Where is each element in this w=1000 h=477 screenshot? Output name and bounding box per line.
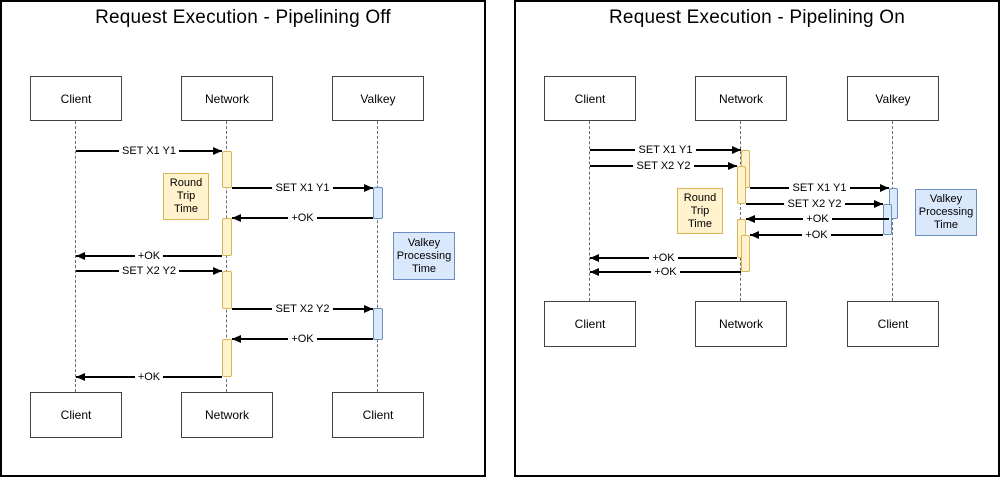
arrowhead-right-icon (364, 304, 373, 313)
activation-bar (889, 188, 898, 219)
arrowhead-left-icon (746, 214, 755, 223)
message-label-wrap: +OK (76, 369, 222, 385)
message-label-wrap: +OK (746, 211, 889, 227)
message-label-wrap: +OK (76, 248, 222, 264)
arrowhead-right-icon (213, 146, 222, 155)
arrowhead-left-icon (76, 251, 85, 260)
message-label: SET X2 Y2 (633, 159, 694, 173)
arrowhead-left-icon (232, 334, 241, 343)
message-label-wrap: SET X2 Y2 (746, 196, 883, 212)
actor-box: Client (544, 76, 636, 121)
message-label-wrap: SET X1 Y1 (750, 180, 889, 196)
activation-bar (222, 271, 232, 309)
message-label: +OK (288, 211, 317, 225)
message-label: +OK (802, 228, 831, 242)
message-label: SET X1 Y1 (789, 181, 850, 195)
activation-bar (373, 308, 383, 340)
panel-title: Request Execution - Pipelining Off (95, 7, 391, 28)
note-round-trip-time: Round Trip Time (163, 173, 209, 220)
message-label-wrap: +OK (232, 210, 373, 226)
actor-box: Network (181, 392, 273, 438)
message-label-wrap: SET X2 Y2 (76, 263, 222, 279)
message-label-wrap: SET X1 Y1 (232, 180, 373, 196)
actor-box: Network (695, 76, 787, 121)
actor-box: Client (544, 301, 636, 347)
activation-bar (741, 235, 750, 272)
arrowhead-right-icon (874, 199, 883, 208)
activation-bar (737, 166, 746, 204)
lifeline (75, 121, 76, 392)
message-label: SET X1 Y1 (272, 181, 333, 195)
activation-bar (222, 218, 232, 256)
message-label: SET X2 Y2 (118, 264, 180, 278)
note-valkey-processing-time: Valkey Processing Time (915, 189, 977, 236)
arrowhead-left-icon (232, 213, 241, 222)
arrowhead-right-icon (728, 161, 737, 170)
message-label-wrap: +OK (232, 331, 373, 347)
lifeline (226, 121, 227, 392)
note-round-trip-time: Round Trip Time (677, 188, 723, 234)
message-label: SET X2 Y2 (272, 302, 333, 316)
arrowhead-left-icon (590, 267, 599, 276)
message-label-wrap: +OK (590, 250, 737, 266)
message-label: +OK (134, 249, 164, 263)
arrowhead-left-icon (590, 253, 599, 262)
arrowhead-left-icon (76, 372, 85, 381)
lifeline (740, 121, 741, 301)
actor-box: Client (332, 392, 424, 438)
lifeline (377, 121, 378, 392)
actor-box: Valkey (847, 76, 939, 121)
message-label: +OK (288, 332, 317, 346)
message-label: +OK (803, 212, 832, 226)
activation-bar (222, 151, 232, 188)
message-label-wrap: +OK (750, 227, 883, 243)
arrowhead-right-icon (213, 266, 222, 275)
arrowhead-right-icon (364, 183, 373, 192)
lifeline (589, 121, 590, 301)
activation-bar (373, 187, 383, 219)
message-label-wrap: SET X2 Y2 (232, 301, 373, 317)
actor-box: Network (695, 301, 787, 347)
actor-box: Client (847, 301, 939, 347)
note-valkey-processing-time: Valkey Processing Time (393, 232, 455, 280)
message-label: +OK (134, 370, 164, 384)
message-label-wrap: SET X2 Y2 (590, 158, 737, 174)
actor-box: Valkey (332, 76, 424, 121)
arrowhead-left-icon (750, 230, 759, 239)
message-label-wrap: SET X1 Y1 (590, 142, 741, 158)
message-label: SET X1 Y1 (118, 144, 180, 158)
message-label: SET X2 Y2 (784, 197, 845, 211)
activation-bar (222, 339, 232, 377)
actor-box: Network (181, 76, 273, 121)
message-label: +OK (651, 265, 680, 279)
arrowhead-right-icon (880, 183, 889, 192)
actor-box: Client (30, 392, 122, 438)
message-label: SET X1 Y1 (635, 143, 696, 157)
actor-box: Client (30, 76, 122, 121)
panel-title: Request Execution - Pipelining On (609, 7, 905, 28)
message-label-wrap: +OK (590, 264, 741, 280)
arrowhead-right-icon (732, 145, 741, 154)
message-label-wrap: SET X1 Y1 (76, 143, 222, 159)
message-label: +OK (649, 251, 678, 265)
